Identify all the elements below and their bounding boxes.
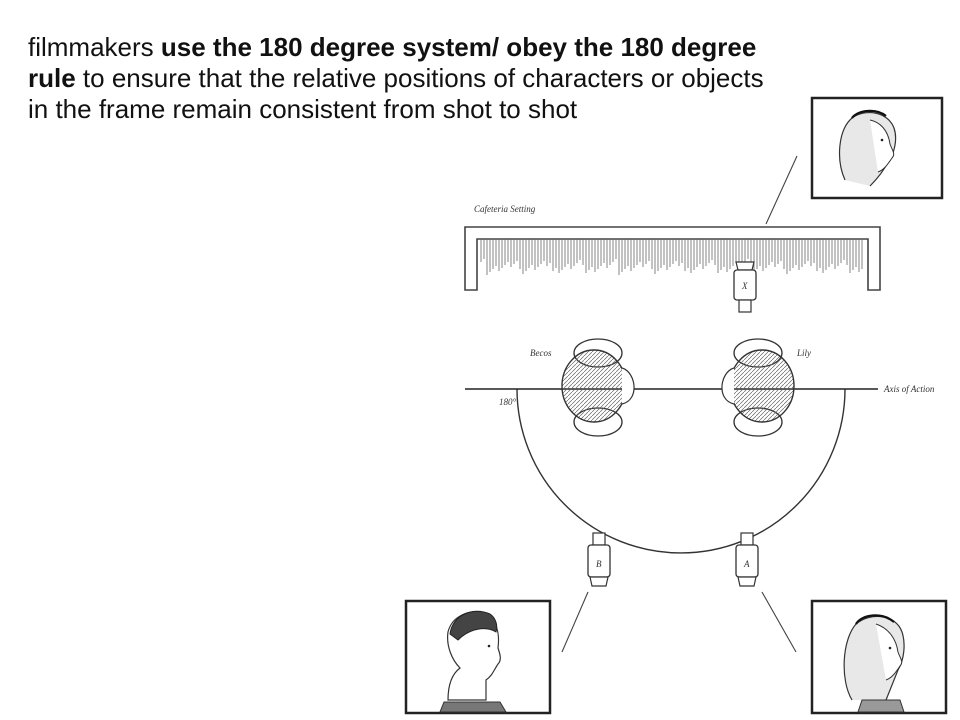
camera-x-label: X: [741, 281, 748, 291]
sightline-b: [561, 591, 589, 653]
angle-arc: [516, 388, 846, 554]
caption-part-1: filmmakers: [28, 32, 161, 62]
sightline-a: [761, 591, 797, 653]
shot-frame-b: [404, 599, 552, 715]
character-left-icon: [561, 338, 635, 437]
shot-frame-a: [810, 599, 948, 715]
character-right-label: Lily: [796, 348, 811, 358]
setting-label: Cafeteria Setting: [474, 204, 536, 214]
camera-b-icon: B: [587, 532, 611, 587]
camera-a-icon: A: [735, 532, 759, 587]
camera-a-label: A: [743, 559, 750, 569]
character-right-icon: [721, 338, 795, 437]
caption-part-2: to ensure that the relative positions of…: [28, 63, 764, 124]
angle-label: 180°: [499, 397, 517, 407]
shot-frame-x: [810, 96, 944, 200]
lily-profile-icon: [839, 109, 897, 187]
lily-profile-icon-2: [843, 614, 905, 713]
caption-bold: use the 180 degree system/ obey the 180 …: [28, 32, 757, 93]
character-left-label: Becos: [530, 348, 552, 358]
sightline-x: [765, 155, 798, 225]
camera-b-label: B: [596, 559, 602, 569]
becos-profile-icon: [439, 610, 507, 713]
cafeteria-counter: [464, 226, 881, 291]
camera-x-icon: X: [733, 261, 757, 313]
axis-label: Axis of Action: [883, 384, 935, 394]
caption-text: filmmakers use the 180 degree system/ ob…: [28, 32, 788, 125]
